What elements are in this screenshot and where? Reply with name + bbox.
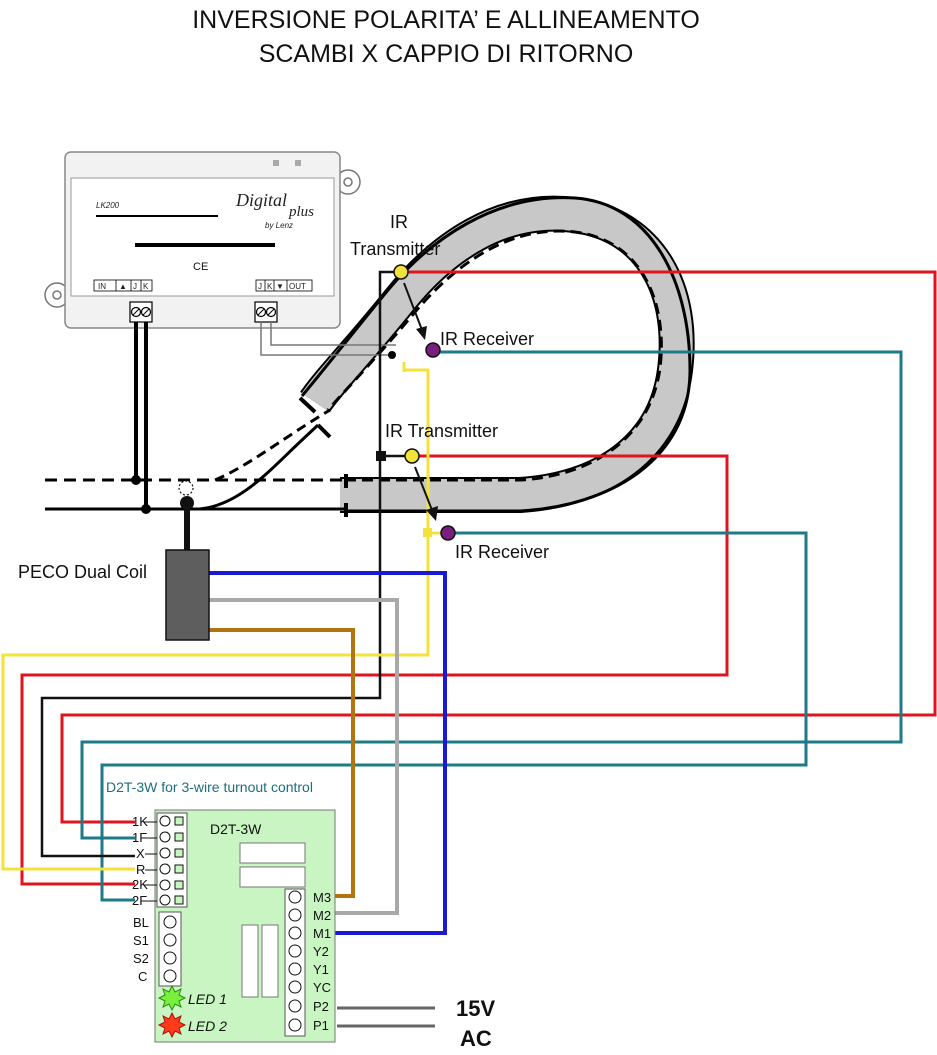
title-line-1: INVERSIONE POLARITA’ E ALLINEAMENTO (192, 6, 700, 34)
pin-2k: 2K (132, 877, 148, 892)
lk200-brand-plus: plus (288, 204, 314, 220)
ir-transmitter-2-label: IR Transmitter (385, 421, 498, 441)
ir-transmitter-1-label-line2: Transmitter (350, 239, 440, 259)
pin-yc: YC (313, 980, 331, 995)
pin-p2: P2 (313, 999, 329, 1014)
power-voltage: 15V (456, 996, 495, 1021)
lk200-brand-lenz: by Lenz (265, 221, 293, 230)
pin-c: C (138, 969, 147, 984)
screw-terminal-right (254, 301, 278, 323)
pin-m2: M2 (313, 908, 331, 923)
lk200-model: LK200 (96, 201, 120, 210)
red-wire-2 (20, 454, 729, 886)
right-terminals (288, 890, 302, 1032)
pin-p1: P1 (313, 1018, 329, 1033)
terminal-k-left: K (143, 282, 149, 291)
ce-mark: CE (193, 261, 208, 273)
left-bottom-terminals (163, 915, 177, 983)
teal-wire-1 (80, 350, 903, 840)
d2t-caption: D2T-3W for 3-wire turnout control (106, 779, 313, 795)
title-line-2: SCAMBI X CAPPIO DI RITORNO (259, 40, 634, 68)
ir-transmitter-1 (393, 264, 409, 280)
pin-y1: Y1 (313, 962, 329, 977)
ir-beam-arrow-1 (403, 282, 427, 340)
power-wires (337, 1006, 435, 1028)
pin-bl: BL (133, 915, 149, 930)
pin-m1: M1 (313, 926, 331, 941)
d2t-board: D2T-3W (154, 809, 336, 1043)
blue-wire-m1 (209, 571, 447, 935)
lk200-brand: Digital (235, 190, 287, 210)
lk200-terminals-left: IN ▲ J K (93, 279, 153, 292)
pin-s2: S2 (133, 951, 149, 966)
brown-wire-m3 (209, 628, 355, 898)
return-loop-track (300, 195, 695, 513)
ir-receiver-2 (440, 525, 456, 541)
yellow-wire-r (1, 368, 430, 871)
ir-transmitter-2 (404, 448, 420, 464)
pin-labels-right: M3 M2 M1 Y2 Y1 YC P2 P1 (313, 890, 331, 1033)
pin-labels-left-bottom: BL S1 S2 C (133, 915, 149, 984)
pin-m3: M3 (313, 890, 331, 905)
left-top-terminals (159, 815, 184, 906)
lk200-module: LK200 Digital plus by Lenz CE IN ▲ J K J… (44, 151, 361, 329)
pin-2f: 2F (132, 893, 147, 908)
teal-wire-2 (100, 531, 808, 902)
ir-beam-arrow-2 (414, 466, 438, 521)
screw-terminal-left (129, 301, 153, 323)
led-1-label: LED 1 (188, 991, 227, 1007)
terminal-out: OUT (289, 282, 306, 291)
terminal-j-left: J (133, 282, 137, 291)
pin-1f: 1F (132, 830, 147, 845)
ir-receiver-1-label: IR Receiver (440, 329, 534, 349)
lk200-wires (131, 322, 396, 514)
pin-r: R (136, 862, 145, 877)
black-wire-x (40, 270, 401, 858)
led-2-icon (157, 1011, 187, 1039)
d2t-board-title: D2T-3W (210, 821, 262, 837)
pin-ticks-left (144, 821, 157, 902)
grey-wire-m2 (209, 598, 399, 915)
main-line-tracks (45, 396, 348, 517)
ir-receiver-1 (425, 342, 441, 358)
pin-y2: Y2 (313, 944, 329, 959)
lk200-terminals-right: J K ▼ OUT (255, 279, 313, 292)
pin-1k: 1K (132, 814, 148, 829)
terminal-k-right: K (267, 282, 273, 291)
ir-transmitter-1-label-line1: IR (390, 212, 408, 232)
peco-label: PECO Dual Coil (18, 562, 147, 582)
pin-labels-left-top: 1K 1F X R 2K 2F (132, 814, 148, 908)
pin-s1: S1 (133, 933, 149, 948)
terminal-in: IN (98, 282, 106, 291)
power-type: AC (460, 1026, 492, 1051)
terminal-j-right: J (258, 282, 262, 291)
led-2-label: LED 2 (188, 1018, 227, 1034)
pin-x: X (136, 846, 145, 861)
terminal-down: ▼ (276, 282, 284, 291)
led-1-icon (157, 984, 187, 1012)
terminal-up: ▲ (119, 282, 127, 291)
red-wire-1 (60, 270, 937, 824)
ir-receiver-2-label: IR Receiver (455, 542, 549, 562)
peco-dual-coil (165, 480, 210, 641)
